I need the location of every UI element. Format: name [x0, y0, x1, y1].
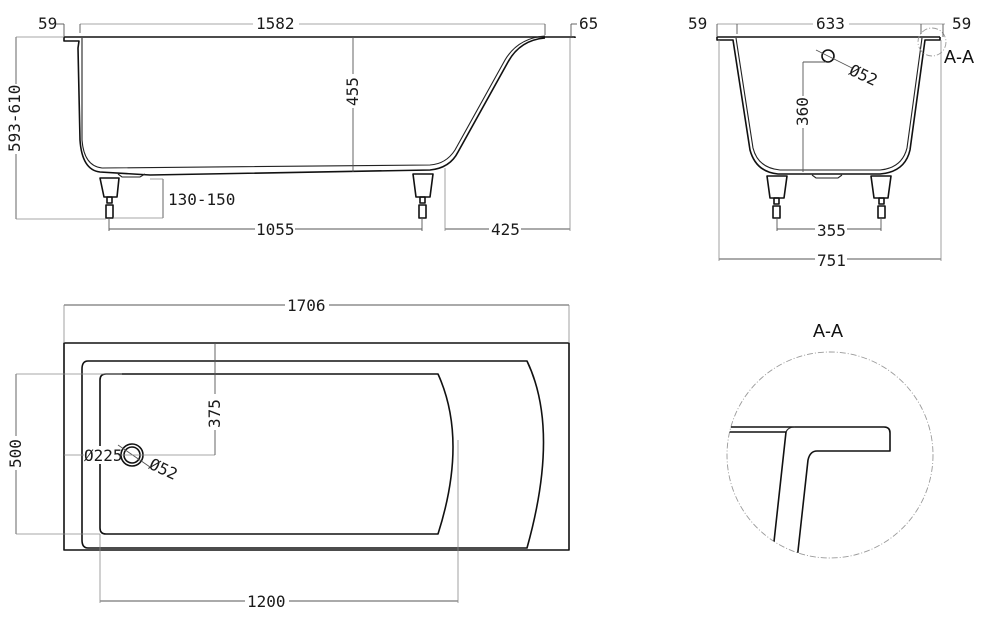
end-leg-spacing-label: 355 [817, 221, 846, 240]
end-total-width-label: 751 [817, 251, 846, 270]
top-width-label: 500 [6, 439, 25, 468]
top-outer-rim [63, 342, 570, 551]
end-left-leg [766, 175, 788, 199]
top-view: Ø225 Ø52 375 1706 500 1200 [6, 296, 570, 611]
end-inner-wall [735, 37, 923, 171]
side-left-leg-foot [105, 204, 114, 219]
end-left-leg-foot [772, 205, 781, 219]
top-overflow-offset-label: 375 [205, 399, 224, 428]
detail-circle [726, 351, 934, 559]
side-left-leg-rod [106, 196, 113, 204]
side-left-wall [63, 37, 546, 176]
section-marker-circle [917, 27, 947, 57]
end-overflow-diameter-label: Ø52 [846, 60, 880, 89]
side-leg-spacing-label: 1055 [256, 220, 295, 239]
end-inner-width-label: 633 [816, 14, 845, 33]
side-right-leg [412, 173, 434, 198]
end-bottom-recess [811, 174, 843, 179]
side-total-height-label: 593-610 [5, 85, 24, 152]
end-overflow-hole [821, 49, 835, 63]
end-left-leg-rod [773, 197, 780, 205]
side-depth-label: 455 [343, 77, 362, 106]
top-drain-diameter-label: Ø52 [146, 454, 180, 483]
detail-inner-wall [727, 431, 787, 558]
side-left-leg [99, 177, 120, 198]
end-rim-left-label: 59 [688, 14, 707, 33]
detail-title: A-A [813, 321, 843, 341]
top-bottom-length-label: 1200 [247, 592, 286, 611]
top-drain-offset-label: Ø225 [84, 446, 123, 465]
top-inner-bottom [99, 373, 454, 535]
end-right-leg [870, 175, 892, 199]
end-right-leg-rod [878, 197, 885, 205]
detail-rim-profile [727, 426, 891, 558]
end-right-leg-foot [877, 205, 886, 219]
side-right-leg-foot [418, 204, 427, 219]
side-view: 59 1582 65 593-610 455 130-150 1055 425 [5, 14, 598, 239]
end-overflow-height-label: 360 [793, 97, 812, 126]
side-rim-left-label: 59 [38, 14, 57, 33]
top-middle-contour [81, 360, 545, 549]
side-inner-length-label: 1582 [256, 14, 295, 33]
side-left-wall-inner [81, 35, 546, 169]
side-bottom-recess [117, 173, 146, 178]
end-view: Ø52 360 59 633 59 A-A 355 751 [688, 14, 974, 270]
side-leg-adjust-label: 130-150 [168, 190, 235, 209]
side-back-slope-label: 425 [491, 220, 520, 239]
top-total-length-label: 1706 [287, 296, 326, 315]
side-rim-right-label: 65 [579, 14, 598, 33]
side-rim-top [64, 36, 576, 38]
end-outer-wall [716, 37, 941, 175]
side-right-leg-rod [419, 196, 426, 204]
detail-rim-corner [785, 426, 796, 433]
end-rim-right-label: 59 [952, 14, 971, 33]
detail-view: A-A [726, 321, 934, 559]
end-section-marker-label: A-A [944, 47, 974, 67]
